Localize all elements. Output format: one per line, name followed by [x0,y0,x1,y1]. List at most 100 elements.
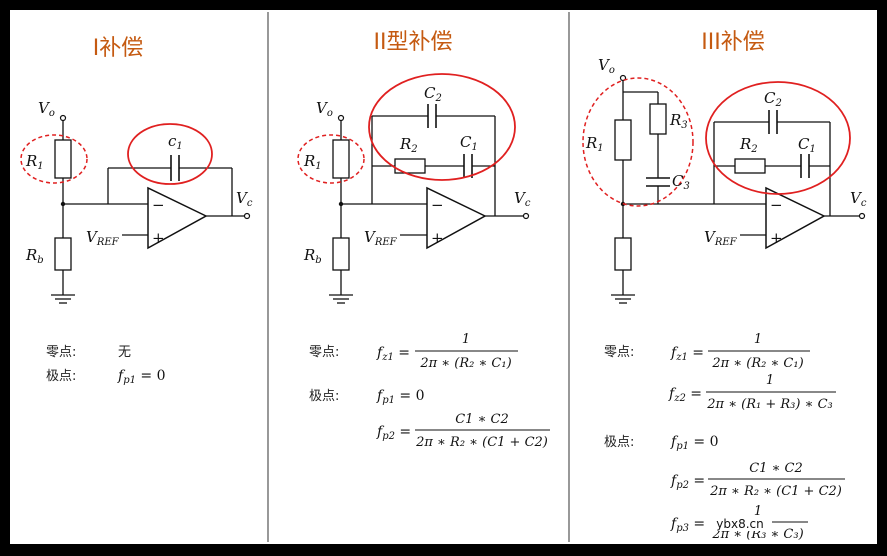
highlight-feedback [705,81,851,195]
label-c2: C2 [764,89,782,109]
resistor-rb [614,237,632,271]
label-r1: R1 [25,152,44,172]
highlight-feedback [368,73,516,181]
pole-label: 极点: [604,435,634,450]
pole-label: 极点: [309,389,339,404]
sheet-background [10,10,877,544]
panel-title: III补偿 [701,30,764,55]
label-r1: R1 [303,152,322,172]
svg-text:fp2 =: fp2 = [376,424,411,442]
formula-fp1: fp1 = 0 [117,368,166,386]
highlight-r1 [297,134,365,184]
resistor-rb [54,237,72,271]
svg-text:1: 1 [754,332,762,347]
formula-fp2: fp2 = C1 ∗ C2 2π ∗ R₂ ∗ (C1 + C2) [670,461,845,499]
capacitor-c1 [800,154,810,178]
label-c2: C2 [424,84,442,104]
svg-text:fz1 =: fz1 = [376,345,410,363]
label-vo: Vo [598,56,615,76]
svg-text:C1 ∗ C2: C1 ∗ C2 [455,412,509,427]
panel-title: I补偿 [93,36,144,61]
svg-text:2π ∗ (R₂ ∗ C₁): 2π ∗ (R₂ ∗ C₁) [711,356,803,371]
resistor-r2 [734,158,766,174]
zero-label: 零点: [309,345,339,360]
formula-fz1: fz1 = 1 2π ∗ (R₂ ∗ C₁) [670,332,810,371]
resistor-rb [332,237,350,271]
capacitor-c1 [463,154,473,178]
label-vref: VREF [704,228,738,248]
vo-terminal [337,114,345,122]
svg-text:1: 1 [766,373,774,388]
label-c1: c1 [168,132,183,152]
svg-text:2π ∗ (R₂ ∗ C₁): 2π ∗ (R₂ ∗ C₁) [419,356,511,371]
svg-text:1: 1 [754,504,762,519]
svg-text:2π ∗ (R₁ + R₃) ∗ C₃: 2π ∗ (R₁ + R₃) ∗ C₃ [706,397,832,412]
label-c1: C1 [460,133,478,153]
capacitor-c1 [170,155,180,181]
resistor-r1 [332,139,350,179]
formula-fp1: fp1 = 0 [376,388,425,406]
circuit-wires [622,80,860,295]
svg-text:1: 1 [462,332,470,347]
junction-node [338,201,344,207]
formula-fz1: fz1 = 1 2π ∗ (R₂ ∗ C₁) [376,332,518,371]
highlight-r1 [20,134,88,184]
panel-type2: II型补偿 − [297,30,550,450]
resistor-r2 [394,158,426,174]
svg-text:C1 ∗ C2: C1 ∗ C2 [749,461,803,476]
label-vref: VREF [86,228,120,248]
svg-text:fz1 =: fz1 = [670,345,704,363]
vc-terminal [522,212,530,220]
opamp [426,186,487,250]
svg-text:fp3 =: fp3 = [670,516,705,534]
svg-text:fz2 =: fz2 = [668,386,702,404]
panel-title: II型补偿 [374,30,453,55]
label-vo: Vo [316,99,333,119]
capacitor-c2 [768,110,778,134]
circuit-wires [62,120,245,295]
label-vc: Vc [850,189,867,209]
capacitor-c2 [427,104,437,128]
label-c1: C1 [798,135,816,155]
highlight-c1 [127,123,213,185]
label-c3: C3 [672,172,690,192]
resistor-r1 [614,119,632,161]
pole-label: 极点: [46,369,76,384]
formula-fz2: fz2 = 1 2π ∗ (R₁ + R₃) ∗ C₃ [668,373,836,412]
zero-label: 零点: [46,345,76,360]
opamp-plus: + [431,229,444,247]
resistor-r1 [54,139,72,179]
junction-node [60,201,66,207]
label-r2: R2 [399,135,418,155]
label-vref: VREF [364,228,398,248]
formula-fp2: fp2 = C1 ∗ C2 2π ∗ R₂ ∗ (C1 + C2) [376,412,550,450]
label-rb: Rb [303,246,322,266]
zero-value: 无 [118,345,131,360]
panel-type3: III补偿 [582,30,867,542]
label-vc: Vc [514,189,531,209]
opamp-minus: − [152,196,165,214]
watermark-backdrop [708,517,772,531]
svg-text:2π ∗ R₂ ∗ (C1 + C2): 2π ∗ R₂ ∗ (C1 + C2) [709,484,842,499]
vc-terminal [243,212,251,220]
opamp-plus: + [152,229,165,247]
label-vc: Vc [236,189,253,209]
zero-label: 零点: [604,345,634,360]
label-vo: Vo [38,99,55,119]
resistor-r3 [649,103,667,135]
vc-terminal [858,212,866,220]
svg-text:fp2 =: fp2 = [670,473,705,491]
label-r1: R1 [585,134,604,154]
label-r2: R2 [739,135,758,155]
capacitor-c3 [646,177,670,187]
label-rb: Rb [25,246,44,266]
highlight-r1-r3-c3 [582,77,694,207]
svg-text:2π ∗ R₂ ∗ (C1 + C2): 2π ∗ R₂ ∗ (C1 + C2) [415,435,548,450]
label-r3: R3 [669,111,688,131]
opamp [765,186,826,250]
panel-type1: I补偿 − + Vo R1 Rb c1 V [20,36,253,386]
vo-terminal [59,114,67,122]
opamp-minus: − [431,196,444,214]
opamp [147,186,208,250]
